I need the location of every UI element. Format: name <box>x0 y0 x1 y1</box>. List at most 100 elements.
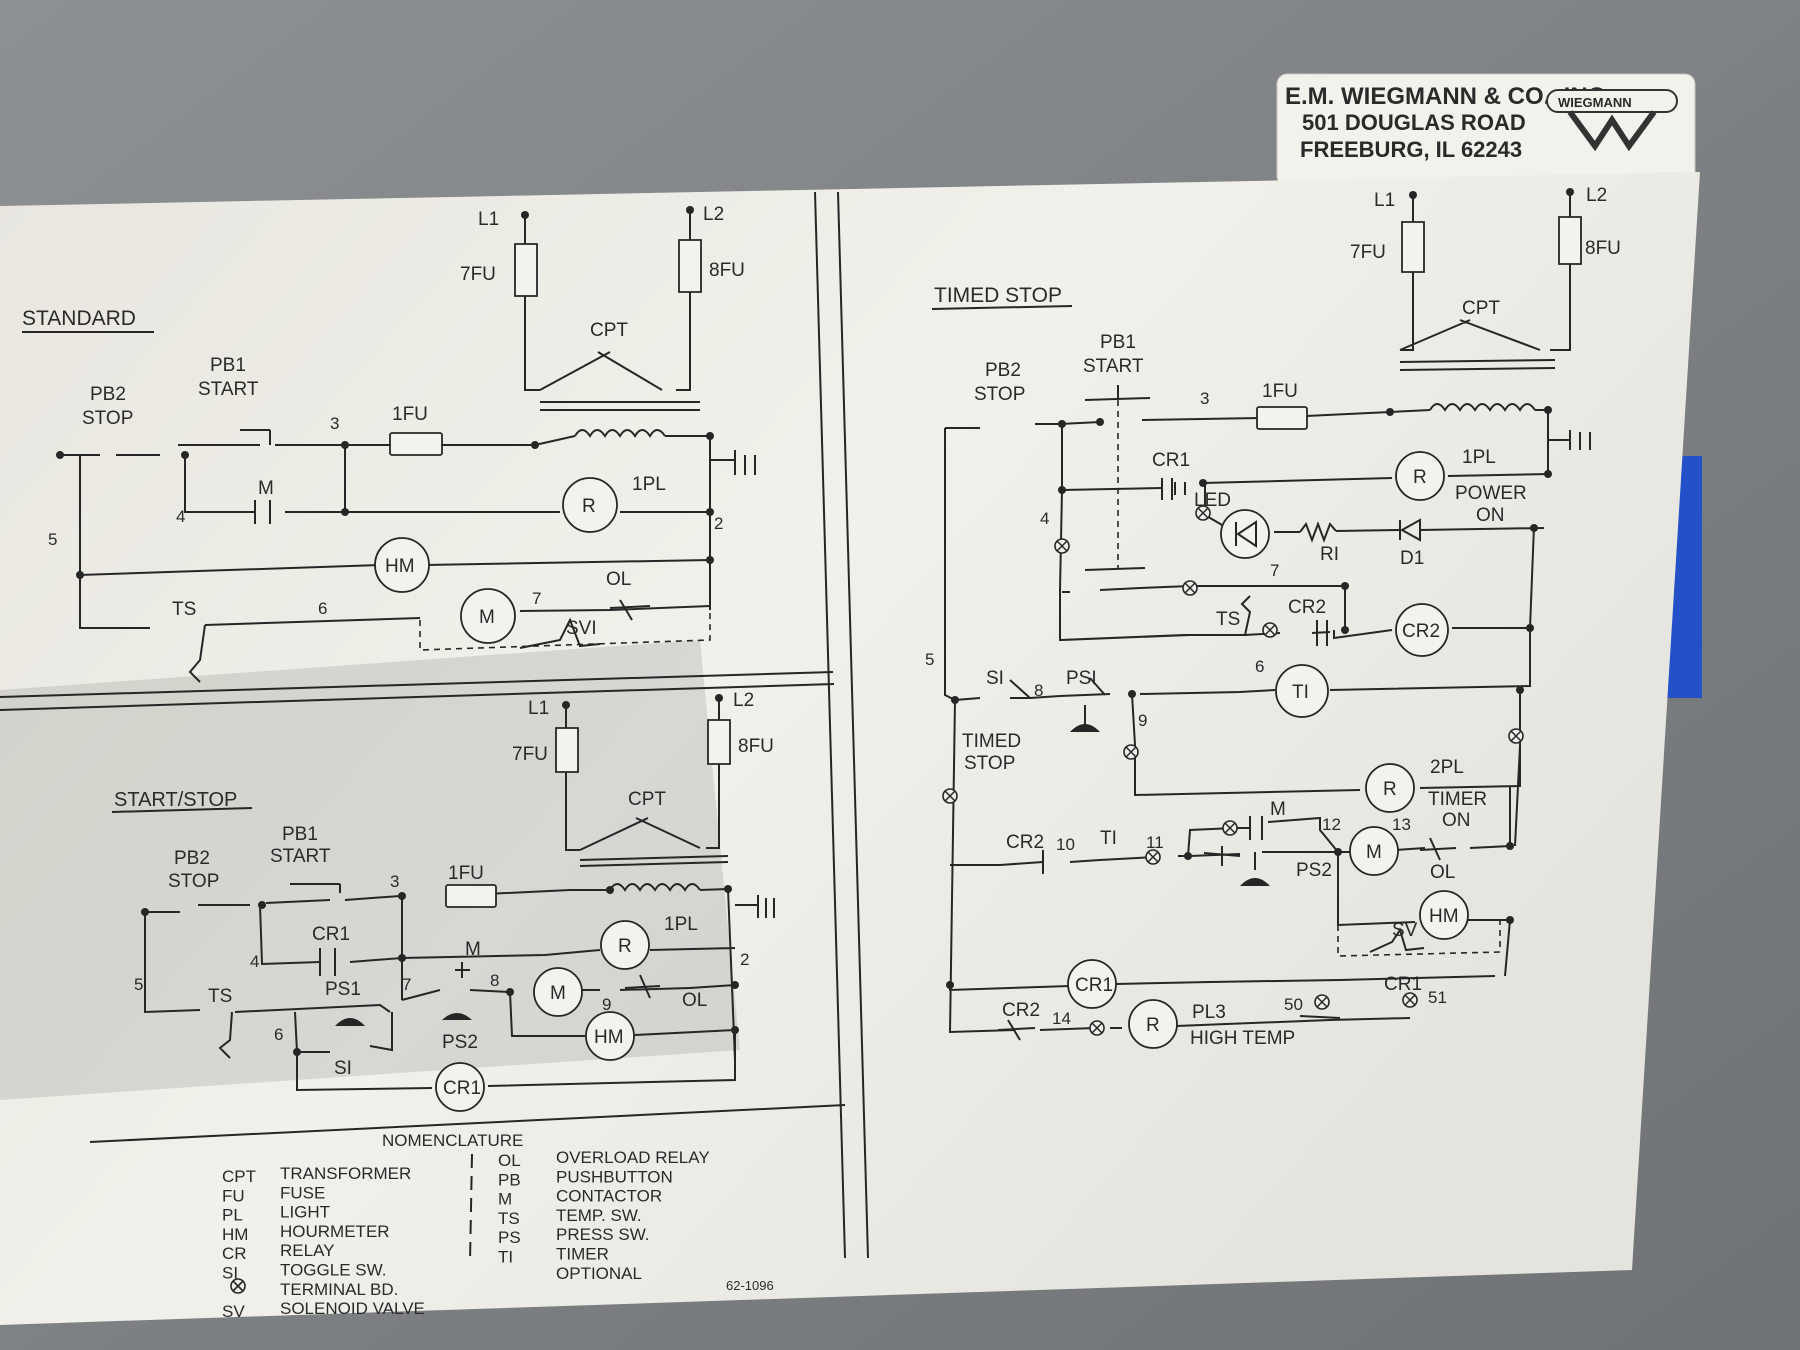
timed-8fu: 8FU <box>1585 238 1621 259</box>
timed-timer-on-1: TIMER <box>1428 789 1487 810</box>
startstop-ps2-actuator <box>442 1013 472 1020</box>
timed-hourmeter <box>1419 890 1469 940</box>
timed-high-temp: HIGH TEMP <box>1190 1028 1295 1049</box>
startstop-hourmeter <box>585 1011 635 1061</box>
nomenclature-right-desc-0: OVERLOAD RELAY <box>556 1148 710 1167</box>
terminal-board-icon <box>230 1278 246 1294</box>
timed-motor <box>1349 826 1399 876</box>
startstop-contact-m: M <box>465 939 481 960</box>
divider-vertical-right <box>837 191 869 1259</box>
terminal-cross <box>1056 540 1068 552</box>
startstop-motor <box>533 967 583 1017</box>
timed-si: SI <box>986 668 1004 689</box>
timed-fuse-8fu <box>1558 216 1582 265</box>
nomenclature-left-code-5: SI <box>222 1264 238 1283</box>
standard-wiring <box>60 210 756 683</box>
nomenclature-left-desc-3: HOURMETER <box>280 1222 390 1241</box>
standard-svi: SVI <box>566 618 597 639</box>
timed-contact-m: M <box>1270 799 1286 820</box>
startstop-l1: L1 <box>528 698 549 719</box>
standard-title: STANDARD <box>22 307 136 330</box>
timed-psi: PSI <box>1066 668 1097 689</box>
timed-ri: RI <box>1320 544 1339 565</box>
timed-hm-dashed <box>1337 920 1501 957</box>
timed-title: TIMED STOP <box>934 284 1062 307</box>
startstop-node-8: 8 <box>490 971 499 990</box>
timed-node-4: 4 <box>1040 509 1049 528</box>
standard-hm-label: HM <box>385 556 415 577</box>
standard-motor-label: M <box>479 607 495 628</box>
startstop-node-5: 5 <box>134 975 143 994</box>
standard-7fu: 7FU <box>460 264 496 285</box>
timed-ti-contact: TI <box>1100 828 1117 849</box>
standard-8fu: 8FU <box>709 260 745 281</box>
timed-1pl-letter: R <box>1413 467 1427 488</box>
nomenclature-right-desc-1: PUSHBUTTON <box>556 1167 673 1186</box>
timed-node-9: 9 <box>1138 711 1147 730</box>
timed-node-50: 50 <box>1284 995 1303 1014</box>
nomenclature-left-desc-7: SOLENOID VALVE <box>280 1299 425 1318</box>
timed-node-8: 8 <box>1034 681 1043 700</box>
startstop-ps1-actuator <box>335 1018 365 1026</box>
nomenclature-left-code-1: FU <box>222 1186 245 1205</box>
timed-pb2-line2: STOP <box>974 384 1025 405</box>
timed-ps2-actuator <box>1240 878 1270 886</box>
timed-d1: D1 <box>1400 548 1424 569</box>
standard-ol: OL <box>606 569 631 590</box>
divider-horizontal <box>0 671 835 711</box>
startstop-cr1-coil <box>435 1062 485 1112</box>
startstop-pb2-line1: PB2 <box>174 848 210 869</box>
standard-hourmeter <box>374 537 430 593</box>
timed-1fu: 1FU <box>1262 381 1298 402</box>
startstop-ol: OL <box>682 990 707 1011</box>
startstop-ps2: PS2 <box>442 1032 478 1053</box>
diagram-paper <box>0 172 1700 1325</box>
standard-node-3: 3 <box>330 414 339 433</box>
timed-cr2-b: CR2 <box>1006 832 1044 853</box>
standard-1pl: 1PL <box>632 474 666 495</box>
timed-pilot-1pl <box>1395 451 1445 501</box>
startstop-pb1-line1: PB1 <box>282 824 318 845</box>
timed-ti-coil-label: TI <box>1292 682 1309 703</box>
timed-cr1-coil-label: CR1 <box>1075 975 1113 996</box>
terminal-markers <box>942 505 1524 1036</box>
nomenclature-left-desc-1: FUSE <box>280 1183 325 1202</box>
nomenclature-right-code-1: PB <box>498 1170 521 1189</box>
timed-timed-stop-2: STOP <box>964 753 1015 774</box>
startstop-node-7: 7 <box>402 975 411 994</box>
terminal-cross <box>944 790 956 802</box>
standard-fuse-7fu <box>514 243 538 297</box>
timed-pl3: PL3 <box>1192 1002 1226 1023</box>
terminal-cross <box>1197 507 1209 519</box>
standard-node-5: 5 <box>48 530 57 549</box>
startstop-7fu: 7FU <box>512 744 548 765</box>
timed-pilot-2pl <box>1365 763 1415 813</box>
startstop-node-2: 2 <box>740 950 749 969</box>
terminal-cross <box>1316 996 1328 1008</box>
startstop-cr1-coil-label: CR1 <box>443 1078 481 1099</box>
terminal-cross <box>1091 1022 1103 1034</box>
startstop-node-6: 6 <box>274 1025 283 1044</box>
timed-ps2: PS2 <box>1296 860 1332 881</box>
terminal-cross <box>1125 746 1137 758</box>
startstop-si: SI <box>334 1058 352 1079</box>
startstop-title: START/STOP <box>114 789 237 811</box>
timed-cr1-contact: CR1 <box>1152 450 1190 471</box>
timed-pb1-line1: PB1 <box>1100 332 1136 353</box>
startstop-motor-label: M <box>550 983 566 1004</box>
nomenclature-right-code-4: PS <box>498 1228 521 1247</box>
nomenclature-right-desc-4: PRESS SW. <box>556 1225 650 1244</box>
nomenclature-right-desc-6: OPTIONAL <box>556 1264 642 1283</box>
standard-fuse-8fu <box>678 239 702 293</box>
startstop-cpt: CPT <box>628 789 666 810</box>
nomenclature-left-code-4: CR <box>222 1244 247 1263</box>
standard-node-7: 7 <box>532 589 541 608</box>
timed-node-12: 12 <box>1322 815 1341 834</box>
timed-timer-on-2: ON <box>1442 810 1471 831</box>
standard-svi-dashed <box>419 606 711 651</box>
timed-cpt: CPT <box>1462 298 1500 319</box>
timed-led-symbol <box>1220 509 1270 559</box>
standard-l1: L1 <box>478 209 499 230</box>
standard-1fu: 1FU <box>392 404 428 425</box>
timed-sv: SV <box>1392 920 1418 941</box>
